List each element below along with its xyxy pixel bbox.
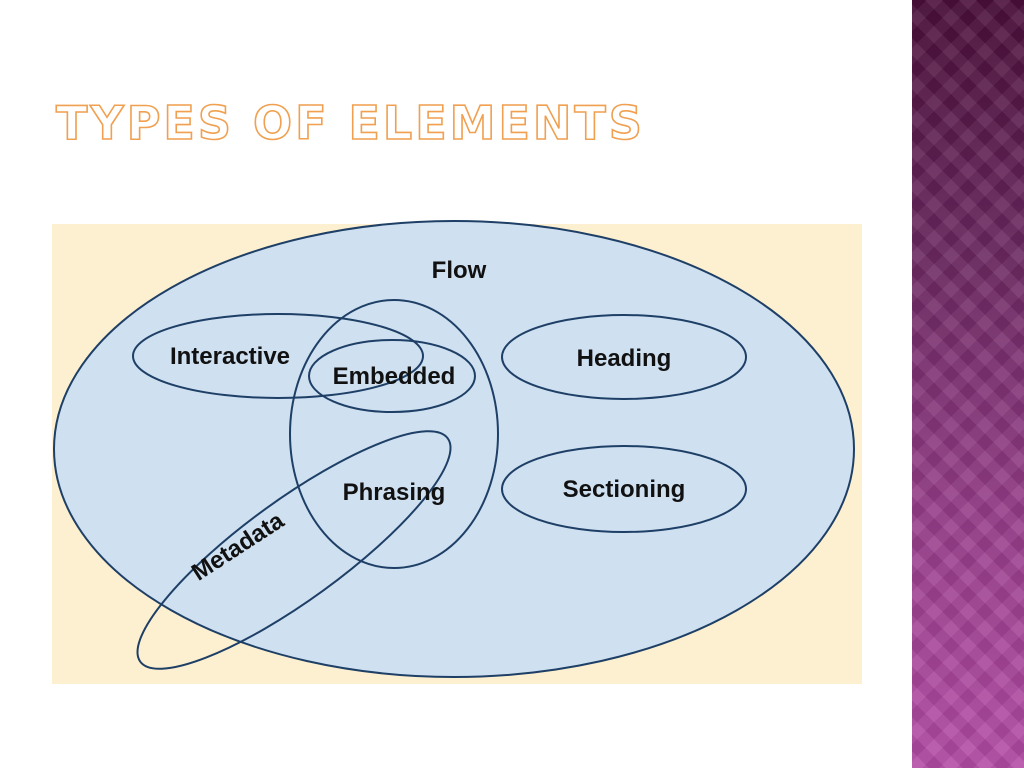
heading-label: Heading bbox=[577, 345, 672, 372]
interactive-label: Interactive bbox=[170, 343, 290, 370]
interactive-set-ellipse bbox=[132, 313, 424, 399]
phrasing-label: Phrasing bbox=[343, 479, 446, 506]
flow-set-ellipse bbox=[53, 220, 855, 678]
flow-label: Flow bbox=[432, 257, 487, 284]
embedded-set-ellipse bbox=[308, 339, 476, 413]
metadata-set-ellipse bbox=[136, 430, 452, 670]
heading-set-ellipse bbox=[501, 314, 747, 400]
phrasing-set-ellipse bbox=[289, 299, 499, 569]
side-bar-pattern bbox=[912, 0, 1024, 768]
sectioning-set-ellipse bbox=[501, 445, 747, 533]
decorative-side-bar bbox=[912, 0, 1024, 768]
slide-title: Types of Elements bbox=[55, 95, 645, 151]
venn-diagram: Flow Interactive Embedded Heading Phrasi… bbox=[52, 220, 862, 684]
sectioning-label: Sectioning bbox=[563, 476, 686, 503]
venn-diagram-svg: Flow Interactive Embedded Heading Phrasi… bbox=[52, 220, 862, 684]
embedded-label: Embedded bbox=[333, 363, 456, 390]
